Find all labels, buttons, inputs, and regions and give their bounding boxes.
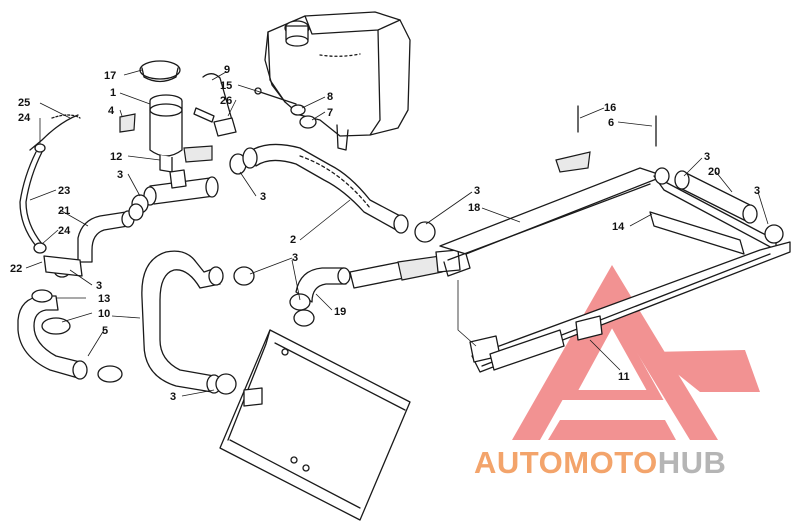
callout-11: 11 [618,371,630,383]
callout-8: 8 [327,91,333,103]
callout-10: 10 [98,308,110,320]
watermark-hub: HUB [658,445,727,480]
tunnel-cooler [439,105,791,373]
callout-19: 19 [334,306,346,318]
callout-1: 1 [110,87,116,99]
callout-24-upper: 24 [18,112,31,124]
callout-22: 22 [10,263,22,275]
callout-3-left-upper: 3 [117,169,123,181]
s-hose-10 [141,250,255,395]
watermark-logo [512,265,760,440]
callout-15: 15 [220,80,232,92]
watermark-moto: MOTO [563,445,657,480]
callout-4: 4 [108,105,115,117]
callout-14: 14 [612,221,625,233]
svg-text:AUTOMOTOHUB: AUTOMOTOHUB [474,445,726,480]
callout-3-left-mid: 3 [96,280,102,292]
callout-3-far-right: 3 [754,185,760,197]
leader-lines [25,69,769,397]
lower-left-hose [17,255,123,383]
callout-16: 16 [604,102,616,114]
watermark-auto: AUTO [474,445,563,480]
callout-24-lower: 24 [58,225,71,237]
callout-17: 17 [104,70,116,82]
callout-21: 21 [58,205,70,217]
callout-23: 23 [58,185,70,197]
callout-labels: 17 1 4 12 9 15 26 8 7 25 24 23 21 24 22 … [10,64,760,403]
overflow-hose [19,114,81,254]
hose-19 [289,249,461,311]
hose-20 [293,167,784,327]
bracket-hardware [193,73,317,137]
callout-12: 12 [110,151,122,163]
callout-26: 26 [220,95,232,107]
coolant-reservoir [264,11,411,151]
callout-3-center: 3 [292,252,298,264]
watermark-text: AUTOMOTOHUB [474,445,726,480]
callout-18: 18 [468,202,480,214]
callout-7: 7 [327,107,333,119]
callout-3-tunnel-left: 3 [474,185,480,197]
callout-9: 9 [224,64,230,76]
upper-hose [242,143,409,234]
callout-20: 20 [708,166,720,178]
callout-25: 25 [18,97,30,109]
filler-neck-assembly [119,60,213,173]
callout-5: 5 [102,325,108,337]
callout-2: 2 [290,234,296,246]
tee-fitting [131,153,247,214]
callout-13: 13 [98,293,110,305]
callout-3-right-filler: 3 [260,191,266,203]
callout-3-bottom: 3 [170,391,176,403]
callout-6: 6 [608,117,614,129]
elbow-hose-21 [77,203,144,263]
heat-exchanger-panel [219,329,411,521]
callout-3-top-right: 3 [704,151,710,163]
